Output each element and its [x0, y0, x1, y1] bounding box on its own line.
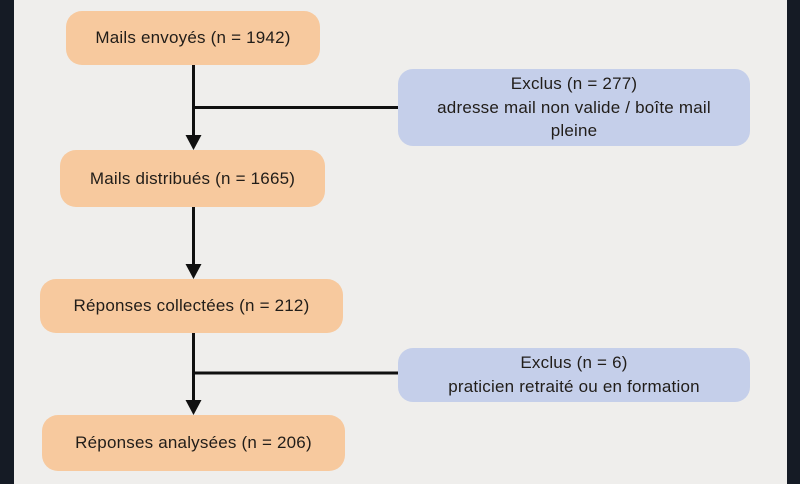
flow-box-label: Réponses analysées (n = 206): [75, 433, 312, 453]
exclusion-description: adresse mail non valide / boîte mail ple…: [437, 97, 711, 141]
exclusion-box-1: Exclus (n = 277) adresse mail non valide…: [398, 69, 750, 146]
flow-box-label: Réponses collectées (n = 212): [73, 296, 310, 316]
flow-box-reponses-collectees: Réponses collectées (n = 212): [40, 279, 343, 333]
right-dark-strip: [787, 0, 800, 484]
arrowhead: [185, 135, 202, 150]
flow-box-mails-distribues: Mails distribués (n = 1665): [60, 150, 325, 207]
exclusion-description: praticien retraité ou en formation: [448, 377, 700, 396]
arrowhead: [185, 400, 202, 415]
exclusion-title: Exclus (n = 277): [510, 73, 638, 93]
exclusion-title: Exclus (n = 6): [520, 353, 628, 373]
flow-box-mails-envoyes: Mails envoyés (n = 1942): [66, 11, 320, 65]
left-dark-strip: [0, 0, 14, 484]
arrowhead: [185, 264, 202, 279]
flow-box-reponses-analysees: Réponses analysées (n = 206): [42, 415, 345, 471]
exclusion-box-2: Exclus (n = 6) praticien retraité ou en …: [398, 348, 750, 402]
flow-box-label: Mails distribués (n = 1665): [89, 168, 296, 188]
flow-box-label: Mails envoyés (n = 1942): [95, 28, 291, 48]
